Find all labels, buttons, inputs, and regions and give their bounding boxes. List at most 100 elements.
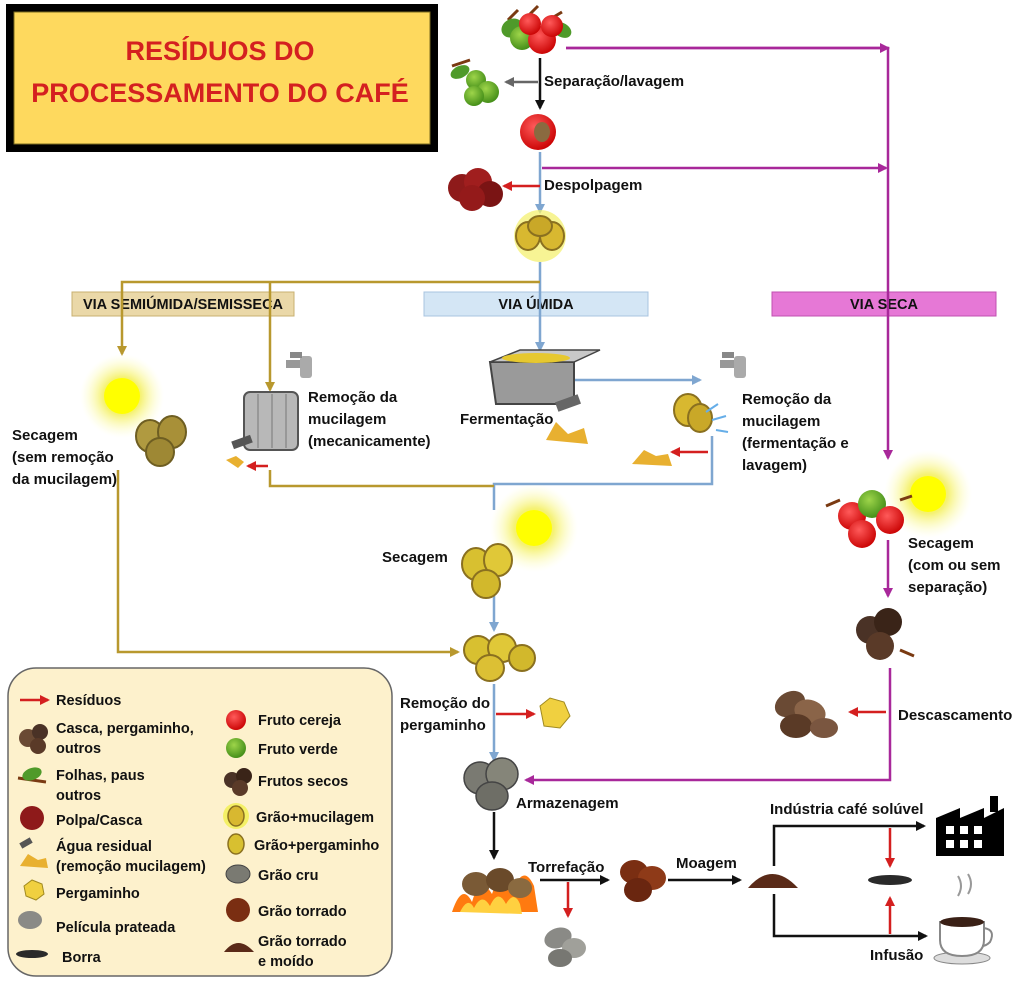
green-bean-stored-icon <box>463 757 519 811</box>
label-secagem-sem-1: Secagem <box>12 427 78 444</box>
pulp-icon <box>448 168 503 211</box>
label-secagem-com-1: Secagem <box>908 535 974 552</box>
label-secagem-com-2: (com ou sem <box>908 557 1001 574</box>
legend-roasted-icon <box>226 898 250 922</box>
title-box: RESÍDUOS DO PROCESSAMENTO DO CAFÉ <box>6 4 438 152</box>
legend-borra: Borra <box>62 950 102 966</box>
route-seca-label: VIA SECA <box>850 297 918 313</box>
fermentation-tank-icon <box>488 349 601 444</box>
route-semi-label: VIA SEMIÚMIDA/SEMISSECA <box>83 295 284 313</box>
route-umida-label: VIA ÚMIDA <box>498 295 574 313</box>
label-torrefacao: Torrefação <box>528 859 604 876</box>
legend-green-icon <box>226 738 246 758</box>
label-industria: Indústria café solúvel <box>770 801 923 818</box>
parchment-bean-dry-icon <box>461 543 513 599</box>
legend-polpa: Polpa/Casca <box>56 813 143 829</box>
label-descascamento: Descascamento <box>898 707 1012 724</box>
label-remocao-perg-2: pergaminho <box>400 717 486 734</box>
legend-grao-mucilagem: Grão+mucilagem <box>256 810 374 826</box>
label-secagem-com-3: separação) <box>908 579 987 596</box>
husk-icon <box>774 690 838 738</box>
label-remocao-ferm-2: mucilagem <box>742 413 820 430</box>
legend-casca-1: Casca, pergaminho, <box>56 721 194 737</box>
legend-secos: Frutos secos <box>258 774 348 790</box>
legend-pulp-icon <box>20 806 44 830</box>
wash-bean-icon <box>632 393 729 466</box>
title-line-2: PROCESSAMENTO DO CAFÉ <box>31 77 409 108</box>
legend: Resíduos Casca, pergaminho, outros Folha… <box>7 667 393 977</box>
legend-green-bean-icon <box>225 864 251 884</box>
legend-cereja: Fruto cereja <box>258 713 342 729</box>
legend-grao-cru: Grão cru <box>258 868 318 884</box>
legend-spent-icon <box>16 950 48 958</box>
legend-bean-mucilage-icon <box>223 803 249 829</box>
legend-water-icon <box>19 837 48 868</box>
label-moagem: Moagem <box>676 855 737 872</box>
label-remocao-mec-3: (mecanicamente) <box>308 433 431 450</box>
label-despolpagem: Despolpagem <box>544 177 642 194</box>
legend-verde: Fruto verde <box>258 742 338 758</box>
label-separacao: Separação/lavagem <box>544 73 684 90</box>
label-remocao-ferm-3: (fermentação e <box>742 435 849 452</box>
label-secagem: Secagem <box>382 549 448 566</box>
route-semi-box: VIA SEMIÚMIDA/SEMISSECA <box>71 291 295 317</box>
route-seca-box: VIA SECA <box>771 291 997 317</box>
legend-grao-pergaminho: Grão+pergaminho <box>254 838 379 854</box>
bean-mucilage-icon <box>514 210 566 262</box>
label-remocao-ferm-4: lavagem) <box>742 457 807 474</box>
label-remocao-mec-2: mucilagem <box>308 411 386 428</box>
legend-leaves-icon <box>17 767 47 784</box>
ground-coffee-icon <box>748 874 798 888</box>
dry-bean-semi-icon <box>135 415 187 467</box>
legend-grao-moido-1: Grão torrado <box>258 934 347 950</box>
legend-cherry-icon <box>226 710 246 730</box>
coffee-cup-icon <box>933 873 993 965</box>
legend-casca-2: outros <box>56 741 101 757</box>
label-remocao-perg-1: Remoção do <box>400 695 490 712</box>
label-remocao-ferm-1: Remoção da <box>742 391 832 408</box>
legend-dryfruit-icon <box>224 768 252 796</box>
legend-grao-moido-2: e moído <box>258 954 314 970</box>
cherry-cluster-icon <box>501 4 572 54</box>
label-secagem-sem-2: (sem remoção <box>12 449 114 466</box>
legend-grao-torrado: Grão torrado <box>258 904 347 920</box>
legend-agua-1: Água residual <box>56 838 152 855</box>
legend-pergaminho: Pergaminho <box>56 886 140 902</box>
demucilager-machine-icon <box>226 391 299 468</box>
cherry-single-icon <box>520 114 556 150</box>
dry-fruit-icon <box>856 608 915 660</box>
title-line-1: RESÍDUOS DO <box>125 35 314 66</box>
roasted-bean-icon <box>620 860 666 902</box>
legend-silverskin-icon <box>18 911 42 929</box>
label-remocao-mec-1: Remoção da <box>308 389 398 406</box>
legend-husk-icon <box>19 724 48 754</box>
faucet-icon-1 <box>286 352 312 378</box>
factory-icon <box>936 796 1004 856</box>
faucet-icon-2 <box>720 352 746 378</box>
legend-agua-2: (remoção mucilagem) <box>56 859 206 875</box>
parchment-residue-icon <box>539 697 571 729</box>
legend-residuos: Resíduos <box>56 693 121 709</box>
silverskin-icon <box>544 927 586 967</box>
sun-icon-seca <box>884 450 972 538</box>
legend-folhas-2: outros <box>56 788 101 804</box>
green-fruit-icon <box>450 58 499 106</box>
parchment-bean-central-icon <box>463 633 536 682</box>
roasting-fire-icon <box>452 868 538 914</box>
label-infusao: Infusão <box>870 947 923 964</box>
legend-folhas-1: Folhas, paus <box>56 768 145 784</box>
label-secagem-sem-3: da mucilagem) <box>12 471 117 488</box>
label-armazenagem: Armazenagem <box>516 795 619 812</box>
legend-parchment-icon <box>23 879 45 901</box>
route-umida-box: VIA ÚMIDA <box>423 291 649 317</box>
legend-ground-icon <box>224 943 254 952</box>
legend-pelicula: Película prateada <box>56 920 176 936</box>
sun-icon-semi <box>80 354 164 438</box>
sun-icon-central <box>490 484 578 572</box>
cherry-drying-icon <box>825 490 913 548</box>
label-fermentacao: Fermentação <box>460 411 553 428</box>
legend-bean-parchment-icon <box>227 833 245 855</box>
flow-lines <box>116 43 928 941</box>
spent-grounds-icon <box>868 875 912 885</box>
